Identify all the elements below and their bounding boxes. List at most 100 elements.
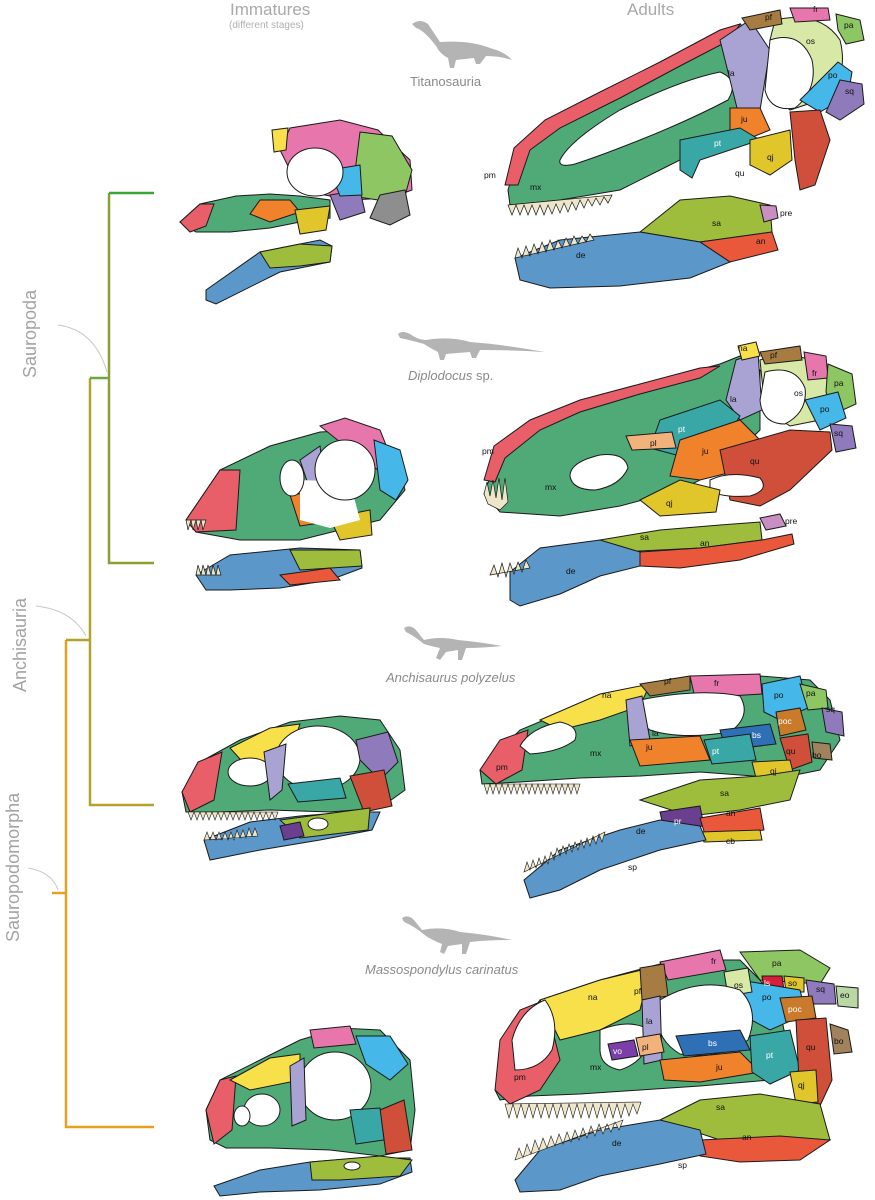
taxon-genus-diplodocus: Diplodocus (408, 368, 473, 383)
bone-prefrontal-massospondylus (639, 963, 669, 1001)
label-pt-titanosauria: pt (714, 138, 722, 148)
label-pa-anchisaurus: pa (806, 688, 816, 698)
label-pa-massospondylus: pa (772, 958, 782, 968)
bone-quadrate-titanosauria (789, 109, 831, 191)
label-la-anchisaurus: la (652, 728, 659, 738)
bone-basisphenoid-massospondylus (675, 1029, 751, 1057)
bone-pterygoid-titanosauria (679, 127, 762, 179)
label-pre-titanosauria: pre (780, 208, 793, 218)
bone-nasal-diplodocus (737, 341, 761, 361)
label-sa-diplodocus: sa (640, 532, 649, 542)
diplodocus-silhouette (398, 332, 545, 360)
label-bs-massospondylus: bs (708, 1038, 717, 1048)
bone-angular-massospondylus (699, 1135, 832, 1163)
label-ls-massospondylus: ls (764, 978, 770, 988)
massospondylus-adult-skull (494, 949, 859, 1193)
label-qj-anchisaurus: qj (770, 766, 777, 776)
label-sa-massospondylus: sa (716, 1102, 725, 1112)
label-cb-anchisaurus: cb (726, 836, 735, 846)
bone-quadratojugal-titanosauria (749, 129, 793, 176)
anchisaurus-silhouette (404, 626, 502, 660)
bone-quadratojugal-diplodocus (639, 479, 721, 517)
bone-jugal-massospondylus (659, 1051, 762, 1083)
diplodocus-immature-skull (185, 417, 409, 591)
bone-jugal-anchisaurus (629, 735, 711, 767)
bone-palatine-massospondylus (635, 1033, 665, 1057)
bone-dentary-diplodocus (509, 539, 641, 607)
label-pm-massospondylus: pm (514, 1072, 526, 1082)
bone-palatine-diplodocus (625, 431, 677, 451)
label-sq-titanosauria: sq (845, 86, 854, 96)
titanosauria-silhouette (412, 21, 512, 68)
label-pm-diplodocus: pm (482, 446, 494, 456)
label-pf-anchisaurus: pf (664, 676, 672, 686)
label-pa-diplodocus: pa (834, 378, 844, 388)
label-pl-diplodocus: pl (650, 438, 657, 448)
anchisaurus-adult-skull (479, 673, 845, 899)
taxon-species-diplodocus: sp. (472, 368, 494, 383)
label-po-titanosauria: po (828, 70, 838, 80)
bone-prearticular-diplodocus (759, 513, 787, 531)
label-mx-anchisaurus: mx (590, 748, 602, 758)
clade-pointer-anchisauria (35, 605, 87, 637)
bone-pterygoid-massospondylus (749, 1029, 801, 1085)
teeth-diplodocus-immature (185, 519, 222, 576)
label-pl-massospondylus: pl (642, 1042, 649, 1052)
label-so-massospondylus: so (788, 978, 797, 988)
immatures-subheader: (different stages) (229, 20, 304, 31)
phylogenetic-tree (27, 191, 154, 1129)
label-qu-titanosauria: qu (735, 168, 745, 178)
anchisaurus-immature-skull (181, 715, 406, 861)
bone-squamosal-anchisaurus (821, 707, 845, 737)
bone-exoccipital-massospondylus (835, 985, 859, 1009)
fenestra-orbit-diplodocus (759, 369, 806, 425)
label-na-massospondylus: na (588, 992, 598, 1002)
bone-frontal-titanosauria (789, 7, 831, 23)
adults-header: Adults (627, 0, 675, 19)
label-de-anchisaurus: de (636, 826, 646, 836)
label-pre-diplodocus: pre (785, 516, 798, 526)
label-qu-massospondylus: qu (806, 1042, 816, 1052)
teeth-diplodocus-adult (483, 477, 531, 579)
label-mx-massospondylus: mx (590, 1062, 602, 1072)
label-qj-titanosauria: qj (767, 152, 774, 162)
bone-postoccipital-massospondylus (779, 995, 817, 1023)
label-na-diplodocus: na (738, 343, 748, 353)
taxon-label-diplodocus: Diplodocus sp. (408, 368, 493, 383)
label-de-diplodocus: de (566, 566, 576, 576)
label-pa-titanosauria: pa (844, 20, 854, 30)
bone-basioccipital-massospondylus (829, 1023, 853, 1055)
label-pm-titanosauria: pm (484, 170, 496, 180)
tree-branch-anchisaurus (88, 378, 154, 807)
label-pr-anchisaurus: pr (674, 816, 682, 826)
teeth-titanosauria-upper (507, 194, 613, 216)
bone-postorbital-diplodocus (804, 391, 847, 431)
diplodocus-adult-skull (483, 341, 857, 607)
label-eo-massospondylus: eo (840, 990, 850, 1000)
fenestra-antorbital-anchisaurus (519, 721, 577, 755)
taxon-label-anchisaurus: Anchisaurus polyzelus (386, 670, 515, 685)
tree-branch-diplodocus (107, 193, 154, 565)
label-pf-titanosauria: pf (765, 12, 773, 22)
label-fr-diplodocus: fr (812, 368, 817, 378)
fenestra-antorbital-diplodocus (569, 454, 629, 491)
label-an-anchisaurus: an (726, 808, 736, 818)
label-de-titanosauria: de (576, 250, 586, 260)
label-pf-diplodocus: pf (770, 350, 778, 360)
titanosauria-immature-skull (179, 119, 413, 305)
bone-vomer-massospondylus (607, 1039, 639, 1061)
label-os-titanosauria: os (806, 36, 815, 46)
label-la-titanosauria: la (728, 68, 735, 78)
fenestra-infratemporal-diplodocus (709, 474, 764, 497)
label-fr-anchisaurus: fr (714, 678, 719, 688)
bone-parietal-titanosauria (835, 13, 865, 45)
label-os-massospondylus: os (734, 980, 743, 990)
label-sq-anchisaurus: sq (826, 704, 835, 714)
label-fr-titanosauria: fr (813, 4, 818, 14)
bone-labels-massospondylus: fr pa pf os ls so sq eo na la po poc vo … (514, 956, 850, 1170)
label-la-diplodocus: la (730, 394, 737, 404)
taxon-label-titanosauria: Titanosauria (410, 74, 482, 89)
label-bs-anchisaurus: bs (752, 730, 761, 740)
label-fr-massospondylus: fr (711, 956, 716, 966)
